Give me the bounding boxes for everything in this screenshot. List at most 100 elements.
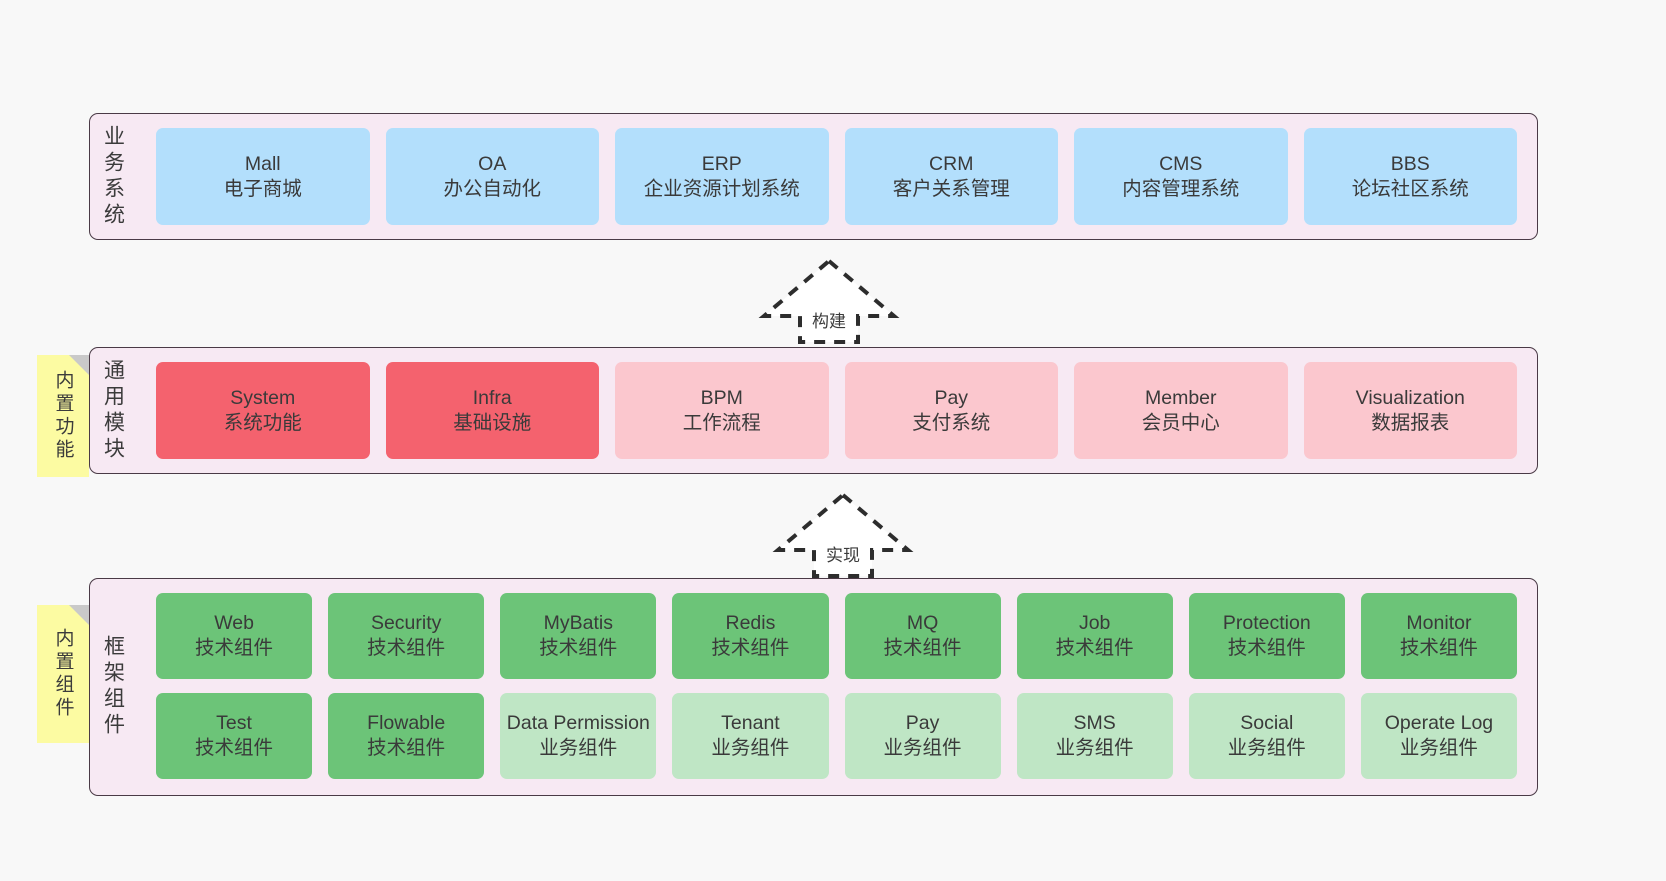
- card-subtitle: 技术组件: [1055, 637, 1134, 659]
- card-protection[interactable]: Protection 技术组件: [1188, 593, 1345, 679]
- card-pay[interactable]: Pay 支付系统: [844, 362, 1058, 459]
- implement-arrow-icon: [772, 492, 914, 578]
- card-title: Member: [1144, 386, 1217, 409]
- card-title: MyBatis: [543, 612, 613, 635]
- card-mall[interactable]: Mall 电子商城: [156, 128, 370, 225]
- card-operate-log[interactable]: Operate Log 业务组件: [1360, 693, 1517, 779]
- layer-framework-component: 框架组件 Web 技术组件 Security 技术组件 MyBatis 技术组件…: [89, 578, 1538, 796]
- card-subtitle: 基础设施: [453, 411, 532, 434]
- card-infra[interactable]: Infra 基础设施: [385, 362, 599, 459]
- card-bpm[interactable]: BPM 工作流程: [615, 362, 829, 459]
- card-subtitle: 技术组件: [367, 637, 446, 659]
- card-social[interactable]: Social 业务组件: [1188, 693, 1345, 779]
- card-bbs[interactable]: BBS 论坛社区系统: [1303, 128, 1517, 225]
- card-title: CRM: [929, 152, 974, 175]
- note-builtin-function: 内置功能: [37, 355, 89, 477]
- card-member[interactable]: Member 会员中心: [1074, 362, 1288, 459]
- build-arrow-icon: [758, 258, 900, 344]
- layer-title-text: 通用模块: [101, 358, 125, 463]
- card-mybatis[interactable]: MyBatis 技术组件: [500, 593, 657, 679]
- card-oa[interactable]: OA 办公自动化: [385, 128, 599, 225]
- card-crm[interactable]: CRM 客户关系管理: [844, 128, 1058, 225]
- card-title: System: [230, 386, 296, 409]
- connector-implement: 实现: [772, 490, 914, 580]
- card-subtitle: 会员中心: [1141, 411, 1220, 434]
- common-module-card-list: System 系统功能 Infra 基础设施 BPM 工作流程 Pay 支付系统…: [136, 348, 1537, 473]
- card-subtitle: 客户关系管理: [892, 177, 1010, 200]
- card-title: Redis: [725, 612, 776, 635]
- layer-business-system: 业务系统 Mall 电子商城 OA 办公自动化 ERP 企业资源计划系统 CRM…: [89, 113, 1538, 240]
- card-cms[interactable]: CMS 内容管理系统: [1074, 128, 1288, 225]
- card-subtitle: 业务组件: [1055, 737, 1134, 759]
- card-data-permission[interactable]: Data Permission 业务组件: [500, 693, 657, 779]
- card-system[interactable]: System 系统功能: [156, 362, 370, 459]
- card-subtitle: 业务组件: [1399, 737, 1478, 759]
- card-job[interactable]: Job 技术组件: [1016, 593, 1173, 679]
- card-title: Mall: [244, 152, 281, 175]
- card-subtitle: 系统功能: [223, 411, 302, 434]
- card-subtitle: 技术组件: [539, 637, 618, 659]
- card-subtitle: 技术组件: [883, 637, 962, 659]
- note-fold-icon: [69, 605, 89, 625]
- note-builtin-component: 内置组件: [37, 605, 89, 743]
- card-title: Tenant: [721, 712, 780, 735]
- card-title: BPM: [700, 386, 743, 409]
- card-title: Pay: [905, 712, 940, 735]
- card-security[interactable]: Security 技术组件: [328, 593, 485, 679]
- card-flowable[interactable]: Flowable 技术组件: [328, 693, 485, 779]
- card-title: Flowable: [367, 712, 446, 735]
- card-visualization[interactable]: Visualization 数据报表: [1303, 362, 1517, 459]
- card-subtitle: 内容管理系统: [1122, 177, 1240, 200]
- card-sms[interactable]: SMS 业务组件: [1016, 693, 1173, 779]
- card-title: ERP: [701, 152, 742, 175]
- note-fold-icon: [69, 355, 89, 375]
- card-web[interactable]: Web 技术组件: [156, 593, 313, 679]
- card-title: Job: [1078, 612, 1111, 635]
- card-subtitle: 办公自动化: [443, 177, 541, 200]
- layer-title-common-module: 通用模块: [90, 348, 136, 473]
- card-test[interactable]: Test 技术组件: [156, 693, 313, 779]
- layer-title-text: 业务系统: [101, 124, 125, 229]
- layer-title-text: 框架组件: [101, 635, 125, 739]
- card-title: Security: [370, 612, 442, 635]
- card-title: CMS: [1159, 152, 1203, 175]
- card-subtitle: 业务组件: [539, 737, 618, 759]
- connector-build: 构建: [758, 256, 900, 346]
- card-title: SMS: [1073, 712, 1116, 735]
- card-subtitle: 论坛社区系统: [1351, 177, 1469, 200]
- card-subtitle: 技术组件: [195, 737, 274, 759]
- card-title: Infra: [472, 386, 512, 409]
- card-title: Data Permission: [506, 712, 650, 735]
- card-redis[interactable]: Redis 技术组件: [672, 593, 829, 679]
- card-title: BBS: [1390, 152, 1430, 175]
- card-monitor[interactable]: Monitor 技术组件: [1360, 593, 1517, 679]
- card-subtitle: 工作流程: [682, 411, 761, 434]
- framework-business-row: Test 技术组件 Flowable 技术组件 Data Permission …: [148, 693, 1525, 779]
- card-title: MQ: [906, 612, 939, 635]
- card-title: Test: [216, 712, 252, 735]
- card-title: Visualization: [1355, 386, 1465, 409]
- card-subtitle: 技术组件: [711, 637, 790, 659]
- card-title: Operate Log: [1384, 712, 1494, 735]
- card-subtitle: 技术组件: [195, 637, 274, 659]
- card-pay-business[interactable]: Pay 业务组件: [844, 693, 1001, 779]
- connector-implement-label: 实现: [826, 546, 860, 565]
- layer-title-business-system: 业务系统: [90, 114, 136, 239]
- card-subtitle: 支付系统: [912, 411, 991, 434]
- card-title: OA: [478, 152, 507, 175]
- card-subtitle: 业务组件: [1227, 737, 1306, 759]
- card-subtitle: 技术组件: [1399, 637, 1478, 659]
- note-text: 内置功能: [52, 370, 74, 462]
- layer-title-framework-component: 框架组件: [90, 579, 136, 795]
- card-mq[interactable]: MQ 技术组件: [844, 593, 1001, 679]
- card-subtitle: 电子商城: [223, 177, 302, 200]
- connector-build-label: 构建: [812, 312, 846, 331]
- card-subtitle: 技术组件: [367, 737, 446, 759]
- card-title: Monitor: [1406, 612, 1472, 635]
- card-erp[interactable]: ERP 企业资源计划系统: [615, 128, 829, 225]
- framework-component-card-list: Web 技术组件 Security 技术组件 MyBatis 技术组件 Redi…: [136, 579, 1537, 795]
- card-tenant[interactable]: Tenant 业务组件: [672, 693, 829, 779]
- card-title: Web: [214, 612, 254, 635]
- layer-common-module: 通用模块 System 系统功能 Infra 基础设施 BPM 工作流程 Pay…: [89, 347, 1538, 474]
